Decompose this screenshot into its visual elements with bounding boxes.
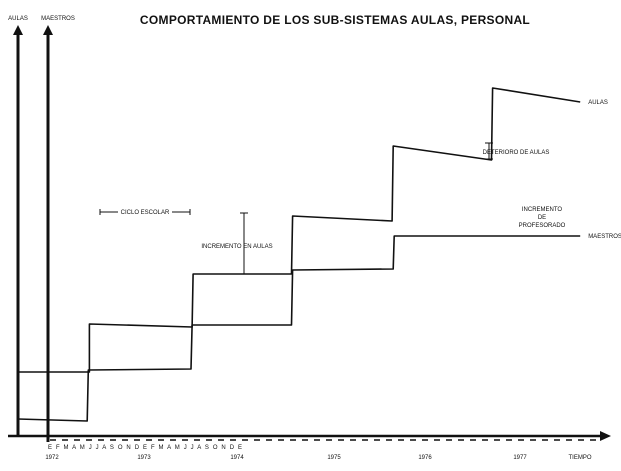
incremento-aulas-annotation: INCREMENTO EN AULAS [201,212,273,275]
chart-title: COMPORTAMIENTO DE LOS SUB-SISTEMAS AULAS… [140,13,530,27]
ciclo-escolar-label: CICLO ESCOLAR [121,210,170,216]
ciclo-escolar-annotation: CICLO ESCOLAR [99,209,191,216]
incremento-profesorado-line-3: PROFESORADO [519,223,566,229]
x-axis-label: TIEMPO [568,455,591,461]
x-axis-arrow [600,431,611,441]
incremento-profesorado-annotation: INCREMENTO DE PROFESORADO [519,207,566,229]
deterioro-label: DETERIORO DE AULAS [483,150,550,156]
year-label-1974: 1974 [230,455,244,461]
incremento-profesorado-line-2: DE [538,215,546,221]
y-axis-aulas-arrow [13,25,23,35]
year-labels: 1972 1973 1974 1975 1976 1977 [45,455,527,461]
y-axis-maestros-arrow [43,25,53,35]
y-axis-label-aulas: AULAS [8,16,28,22]
year-label-1972: 1972 [45,455,59,461]
month-ticks: E F M A M J J A S O N D E F M A M J J A … [48,445,242,451]
incremento-aulas-label: INCREMENTO EN AULAS [201,244,272,250]
year-label-1977: 1977 [513,455,527,461]
deterioro-annotation: DETERIORO DE AULAS [483,142,550,160]
year-label-1976: 1976 [418,455,432,461]
series-layer: AULAS MAESTROS [17,87,621,422]
year-label-1975: 1975 [327,455,341,461]
y-axis-label-maestros: MAESTROS [41,16,75,22]
series-line-maestros [17,235,581,422]
year-label-1973: 1973 [137,455,151,461]
series-line-aulas [18,87,581,373]
series-label-maestros: MAESTROS [588,234,621,240]
series-label-aulas: AULAS [588,100,608,106]
incremento-profesorado-line-1: INCREMENTO [522,207,563,213]
